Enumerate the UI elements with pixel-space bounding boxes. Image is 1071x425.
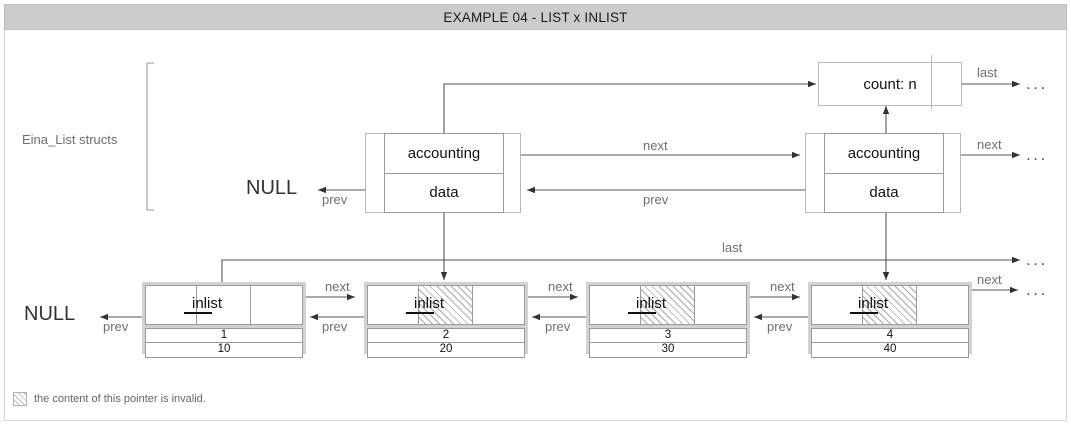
accounting-prev-mid-label: prev	[643, 192, 669, 207]
inlist-node-3-value-b-row: 30	[589, 343, 747, 358]
inlist-node-3-ptr-row: inlist	[589, 285, 747, 325]
inlist-node-1-value-a: 1	[220, 328, 228, 341]
inlist-node-3-tick	[628, 312, 656, 314]
inlist-node-3-value-b: 30	[661, 343, 675, 356]
accounting-prev-left-label: prev	[322, 192, 348, 207]
inlist-node-3-label: inlist	[636, 295, 667, 312]
inlist-node-3-seg-mid	[641, 286, 695, 324]
inlist-node-1-ptr-row: inlist	[145, 285, 303, 325]
legend: the content of this pointer is invalid.	[13, 392, 206, 406]
inlist-prev-2-label: prev	[545, 319, 571, 334]
eina-list-struct-2: accounting data	[805, 133, 961, 213]
inlist-node-1-seg-next	[251, 286, 302, 324]
count-box-divider	[931, 55, 932, 109]
inlist-node-4-value-a: 4	[886, 328, 894, 341]
inlist-next-4-ellipsis: ...	[1026, 280, 1048, 299]
inlist-next-4-label: next	[977, 272, 1002, 287]
legend-text: the content of this pointer is invalid.	[34, 393, 206, 405]
inlist-node-2-seg-next	[473, 286, 524, 324]
struct-1-accounting-cell: accounting	[385, 134, 503, 174]
inlist-node-3-invalid-hatch	[641, 286, 694, 324]
accounting-null-label: NULL	[246, 177, 298, 199]
inlist-prev-1-label: prev	[322, 319, 348, 334]
inlist-node-2-seg-prev	[368, 286, 420, 324]
inlist-node-3: inlist 3 30	[586, 282, 750, 358]
inlist-node-2-invalid-hatch	[419, 286, 472, 324]
inlist-node-4-label: inlist	[858, 295, 889, 312]
inlist-node-4-tick	[850, 312, 878, 314]
count-box: count: n	[818, 55, 962, 109]
accounting-next-mid-label: next	[643, 138, 668, 153]
inlist-node-1-seg-mid	[197, 286, 251, 324]
bracket-label: Eina_List structs	[22, 132, 118, 147]
diagram-title-bar: EXAMPLE 04 - LIST x INLIST	[4, 4, 1067, 30]
inlist-next-1-label: next	[325, 279, 350, 294]
inlist-node-2-value-a: 2	[442, 328, 450, 341]
inlist-node-4-value-a-row: 4	[811, 328, 969, 343]
eina-list-struct-1: accounting data	[365, 133, 521, 213]
inlist-node-4-seg-next	[917, 286, 968, 324]
inlist-node-1: inlist 1 10	[142, 282, 306, 358]
inlist-node-4-seg-prev	[812, 286, 864, 324]
struct-2-data-cell: data	[869, 184, 899, 202]
inlist-node-2-value-a-row: 2	[367, 328, 525, 343]
eina-list-struct-2-inner: accounting data	[824, 133, 944, 213]
inlist-node-1-seg-prev	[146, 286, 198, 324]
inlist-node-4-seg-mid	[863, 286, 917, 324]
inlist-prev-0-label: prev	[103, 319, 129, 334]
inlist-last-label: last	[722, 240, 743, 255]
inlist-null-label: NULL	[24, 303, 76, 325]
inlist-next-3-label: next	[770, 279, 795, 294]
inlist-node-1-value-b-row: 10	[145, 343, 303, 358]
inlist-node-1-tick	[184, 312, 212, 314]
inlist-node-1-value-b: 10	[217, 343, 231, 356]
accounting-next-right-ellipsis: ...	[1026, 145, 1048, 164]
inlist-node-3-seg-prev	[590, 286, 642, 324]
inlist-node-3-value-a: 3	[664, 328, 672, 341]
inlist-node-4-invalid-hatch	[863, 286, 916, 324]
inlist-node-4-value-b: 40	[883, 343, 897, 356]
inlist-prev-3-label: prev	[767, 319, 793, 334]
hatched-square-icon	[13, 392, 27, 406]
inlist-node-1-label: inlist	[192, 295, 223, 312]
inlist-last-ellipsis: ...	[1026, 250, 1048, 269]
count-label: count: n	[863, 75, 917, 93]
inlist-node-3-value-a-row: 3	[589, 328, 747, 343]
page-title: EXAMPLE 04 - LIST x INLIST	[443, 9, 628, 25]
count-last-ellipsis: ...	[1026, 74, 1048, 93]
inlist-node-3-seg-next	[695, 286, 746, 324]
inlist-node-2-tick	[406, 312, 434, 314]
inlist-node-4: inlist 4 40	[808, 282, 972, 358]
inlist-node-2-label: inlist	[414, 295, 445, 312]
inlist-node-4-ptr-row: inlist	[811, 285, 969, 325]
inlist-node-4-value-b-row: 40	[811, 343, 969, 358]
inlist-node-2: inlist 2 20	[364, 282, 528, 358]
accounting-next-right-label: next	[977, 137, 1002, 152]
struct-1-data-cell: data	[429, 184, 459, 202]
struct-2-accounting-cell: accounting	[825, 134, 943, 174]
inlist-node-2-seg-mid	[419, 286, 473, 324]
inlist-next-2-label: next	[548, 279, 573, 294]
inlist-node-2-ptr-row: inlist	[367, 285, 525, 325]
inlist-node-2-value-b-row: 20	[367, 343, 525, 358]
count-last-label: last	[977, 65, 998, 80]
eina-list-struct-1-inner: accounting data	[384, 133, 504, 213]
inlist-node-1-value-a-row: 1	[145, 328, 303, 343]
inlist-node-2-value-b: 20	[439, 343, 453, 356]
